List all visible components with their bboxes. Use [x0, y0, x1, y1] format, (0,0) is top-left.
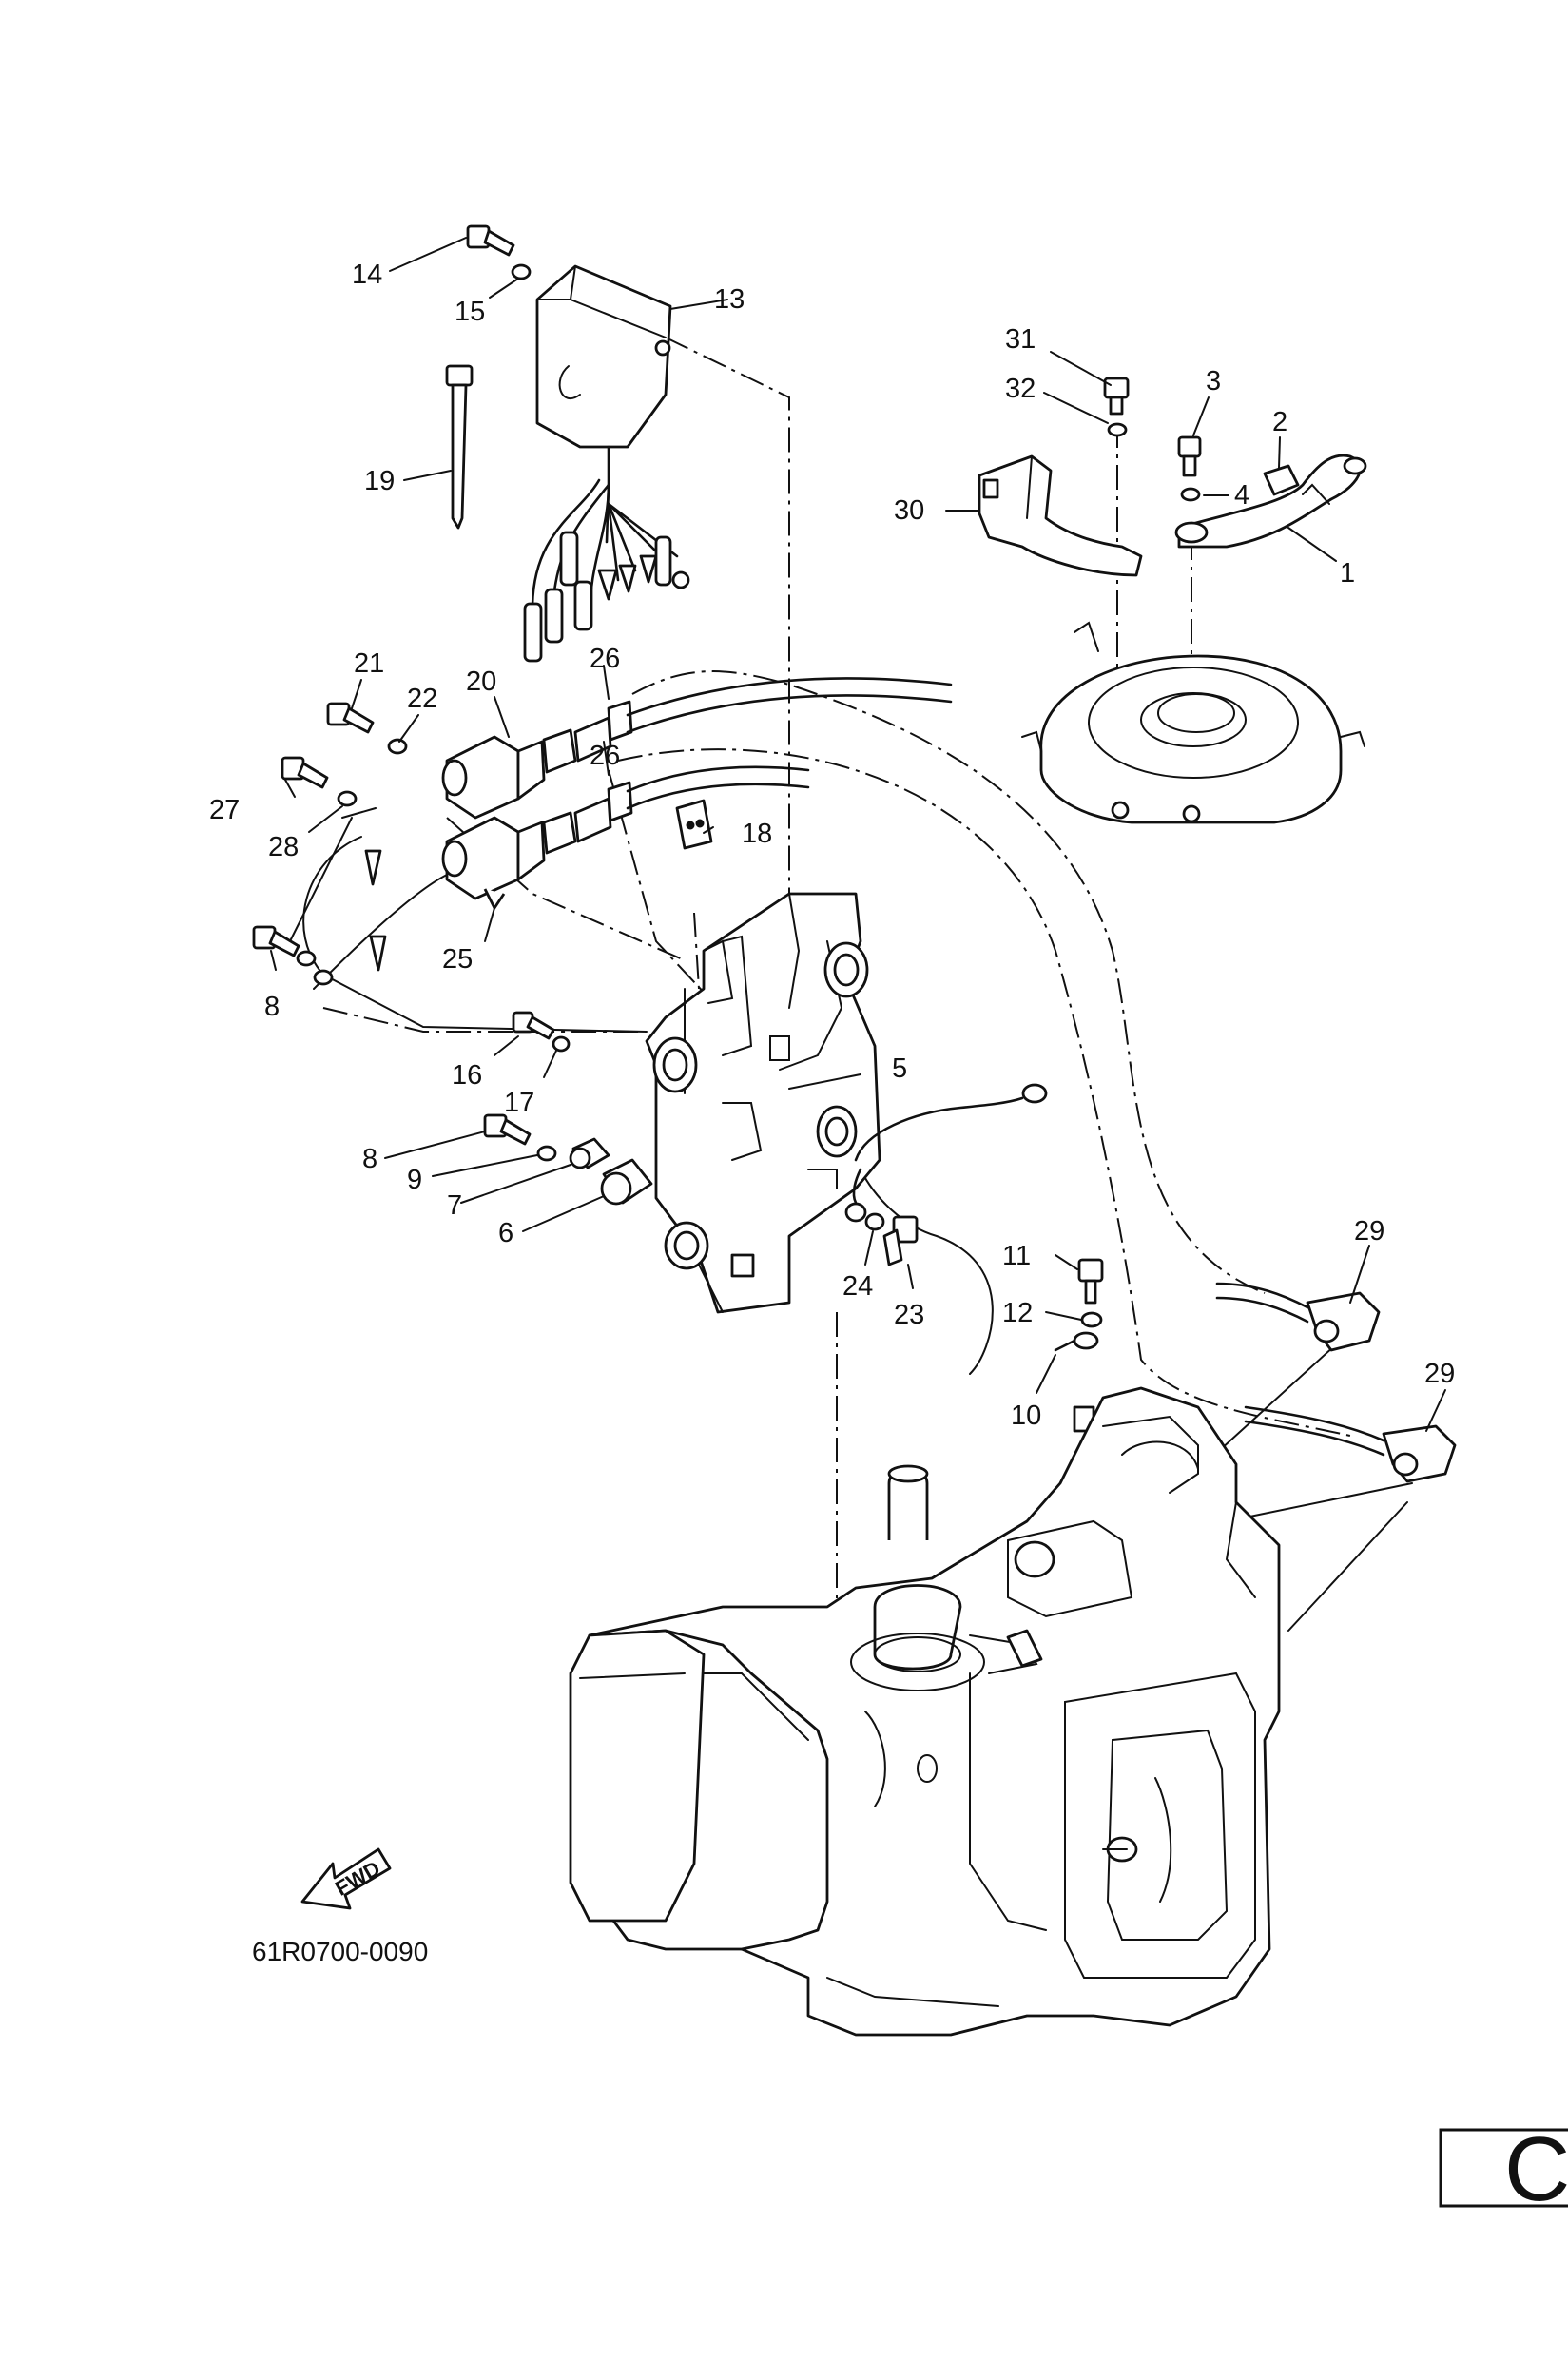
washer-22	[387, 738, 408, 755]
callout-7: 7	[447, 1190, 462, 1221]
callout-20: 20	[466, 667, 496, 697]
forward-direction-arrow: FWD	[300, 1847, 392, 1910]
cable-tie-19	[445, 364, 474, 530]
washer-24	[864, 1212, 885, 1231]
callout-19: 19	[364, 466, 395, 496]
callout-2: 2	[1272, 407, 1287, 437]
callout-26-lower: 26	[590, 741, 620, 771]
washer-28	[337, 790, 358, 807]
ignition-coil-20	[441, 700, 633, 820]
callout-31: 31	[1005, 324, 1036, 355]
callout-24: 24	[842, 1271, 873, 1302]
collar-7	[569, 1137, 610, 1169]
screw-31	[1103, 377, 1130, 416]
washer-32	[1107, 422, 1128, 437]
callout-10: 10	[1011, 1401, 1041, 1431]
washer-17	[552, 1035, 571, 1053]
callout-16: 16	[452, 1060, 482, 1091]
callout-12: 12	[1002, 1298, 1033, 1328]
ht-cord-26-upper	[626, 677, 953, 734]
cap-2	[1263, 464, 1300, 496]
plug-cap-29-lower	[1244, 1405, 1457, 1483]
washer-15	[511, 263, 532, 280]
callout-4: 4	[1234, 480, 1249, 511]
callout-32: 32	[1005, 374, 1036, 404]
callout-9: 9	[407, 1165, 422, 1195]
callout-29-lower: 29	[1424, 1359, 1455, 1389]
callout-29-upper: 29	[1354, 1216, 1384, 1247]
callout-23: 23	[894, 1300, 924, 1330]
bolt-16	[512, 1011, 555, 1040]
grommet-6	[600, 1158, 653, 1206]
callout-21: 21	[354, 648, 384, 679]
callout-15: 15	[455, 297, 485, 327]
bolt-8-upper	[252, 925, 300, 957]
bolt-14	[466, 224, 515, 257]
plug-cap-29-upper	[1215, 1282, 1381, 1352]
grommet-18	[675, 799, 713, 850]
assembly-guide-lines	[284, 337, 1413, 1788]
stator-base-plate	[1021, 621, 1365, 824]
callout-numbers: 1 2 3 4 5 6 7 8 8 9 10 11 12 13 14 15 16…	[209, 260, 1455, 1431]
callout-27: 27	[209, 795, 240, 825]
spark-plug-leads	[364, 849, 387, 972]
bolt-23	[882, 1215, 919, 1266]
bolt-21	[326, 702, 375, 734]
callout-6: 6	[498, 1218, 513, 1248]
pulser-bracket-30	[978, 454, 1143, 577]
washers-8-upper	[296, 950, 334, 986]
callout-3: 3	[1206, 366, 1221, 396]
callout-14: 14	[352, 260, 382, 290]
callout-18: 18	[742, 819, 772, 849]
sheet-marker: C	[1439, 2118, 1568, 2220]
bolt-8-lower	[483, 1113, 532, 1146]
sheet-letter: C	[1504, 2118, 1568, 2220]
engine-block	[569, 1386, 1281, 2037]
callout-11: 11	[1002, 1241, 1031, 1271]
washer-12	[1080, 1311, 1103, 1328]
cdi-unit	[523, 264, 690, 663]
screw-3	[1177, 435, 1202, 477]
ht-cord-26-lower	[626, 765, 810, 810]
callout-1: 1	[1340, 558, 1355, 589]
callout-25: 25	[442, 944, 473, 975]
ignition-coil-25	[441, 781, 633, 910]
callout-5: 5	[892, 1053, 907, 1084]
callout-leaders	[270, 237, 1446, 1432]
bolt-11	[1077, 1258, 1104, 1305]
callout-8-lower: 8	[362, 1144, 377, 1174]
bracket-5	[645, 892, 1048, 1314]
callout-17: 17	[504, 1088, 534, 1118]
washer-4	[1180, 487, 1201, 502]
bolt-27	[281, 756, 329, 789]
callout-22: 22	[407, 684, 437, 714]
callout-13: 13	[714, 284, 745, 315]
callout-26-upper: 26	[590, 644, 620, 674]
ground-lead-10	[1054, 1331, 1099, 1433]
washer-9	[536, 1145, 557, 1162]
reference-code: 61R0700-0090	[252, 1937, 428, 1966]
pulser-coil-1	[1174, 454, 1367, 549]
callout-8-upper: 8	[264, 992, 280, 1022]
callout-28: 28	[268, 832, 299, 862]
callout-30: 30	[894, 495, 924, 526]
